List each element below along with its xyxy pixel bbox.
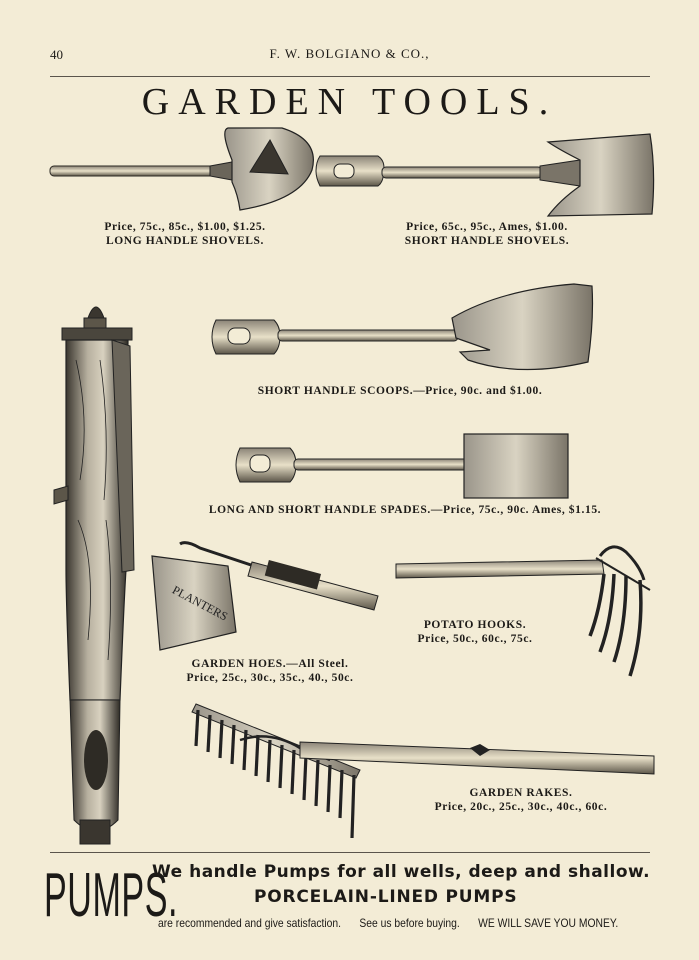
hoes-name: GARDEN HOES.—All Steel. bbox=[191, 658, 349, 670]
long-handle-shovels-caption: Price, 75c., 85c., $1.00, $1.25. LONG HA… bbox=[60, 220, 310, 248]
hoes-price: Price, 25c., 30c., 35c., 40., 50c. bbox=[186, 672, 354, 684]
pumps-line-3a: are recommended and give satisfaction. bbox=[158, 916, 342, 930]
long-shovels-price: Price, 75c., 85c., $1.00, $1.25. bbox=[104, 221, 266, 233]
short-handle-scoop-illustration bbox=[211, 283, 594, 371]
short-shovels-name: SHORT HANDLE SHOVELS. bbox=[404, 235, 570, 247]
pumps-line-3b: See us before buying. bbox=[359, 916, 460, 930]
header-rule bbox=[50, 76, 650, 77]
spade-illustration bbox=[235, 433, 569, 499]
pumps-line-3c: WE WILL SAVE YOU MONEY. bbox=[478, 916, 619, 930]
long-shovels-name: LONG HANDLE SHOVELS. bbox=[105, 235, 265, 247]
garden-rake-illustration bbox=[191, 703, 655, 839]
short-handle-shovel-illustration bbox=[315, 133, 655, 217]
pump-illustration bbox=[53, 306, 135, 845]
pumps-line-1: We handle Pumps for all wells, deep and … bbox=[152, 862, 651, 882]
potato-name: POTATO HOOKS. bbox=[423, 619, 527, 631]
rakes-price: Price, 20c., 25c., 30c., 40c., 60c. bbox=[434, 801, 608, 813]
pumps-line-3: are recommended and give satisfaction. S… bbox=[158, 916, 634, 930]
long-handle-shovel-illustration bbox=[49, 127, 314, 211]
hoes-caption: GARDEN HOES.—All Steel. Price, 25c., 30c… bbox=[140, 657, 400, 685]
pumps-rule bbox=[50, 852, 650, 853]
spades-caption: LONG AND SHORT HANDLE SPADES.—Price, 75c… bbox=[208, 504, 602, 516]
page-number: 40 bbox=[50, 47, 63, 62]
pumps-heading: PUMPS. bbox=[44, 861, 179, 930]
rakes-name: GARDEN RAKES. bbox=[469, 787, 573, 799]
publisher-header: F. W. BOLGIANO & CO., bbox=[269, 46, 430, 61]
potato-price: Price, 50c., 60c., 75c. bbox=[417, 633, 533, 645]
potato-hook-illustration bbox=[395, 545, 651, 677]
scoops-caption: SHORT HANDLE SCOOPS.—Price, 90c. and $1.… bbox=[257, 385, 543, 397]
short-shovels-price: Price, 65c., 95c., Ames, $1.00. bbox=[406, 221, 568, 233]
page-title: GARDEN TOOLS. bbox=[141, 81, 558, 123]
rakes-caption: GARDEN RAKES. Price, 20c., 25c., 30c., 4… bbox=[396, 786, 646, 814]
garden-hoe-illustration: PLANTERS bbox=[151, 541, 379, 651]
pumps-line-2: PORCELAIN-LINED PUMPS bbox=[254, 887, 518, 907]
short-handle-shovels-caption: Price, 65c., 95c., Ames, $1.00. SHORT HA… bbox=[362, 220, 612, 248]
potato-hooks-caption: POTATO HOOKS. Price, 50c., 60c., 75c. bbox=[390, 618, 560, 646]
